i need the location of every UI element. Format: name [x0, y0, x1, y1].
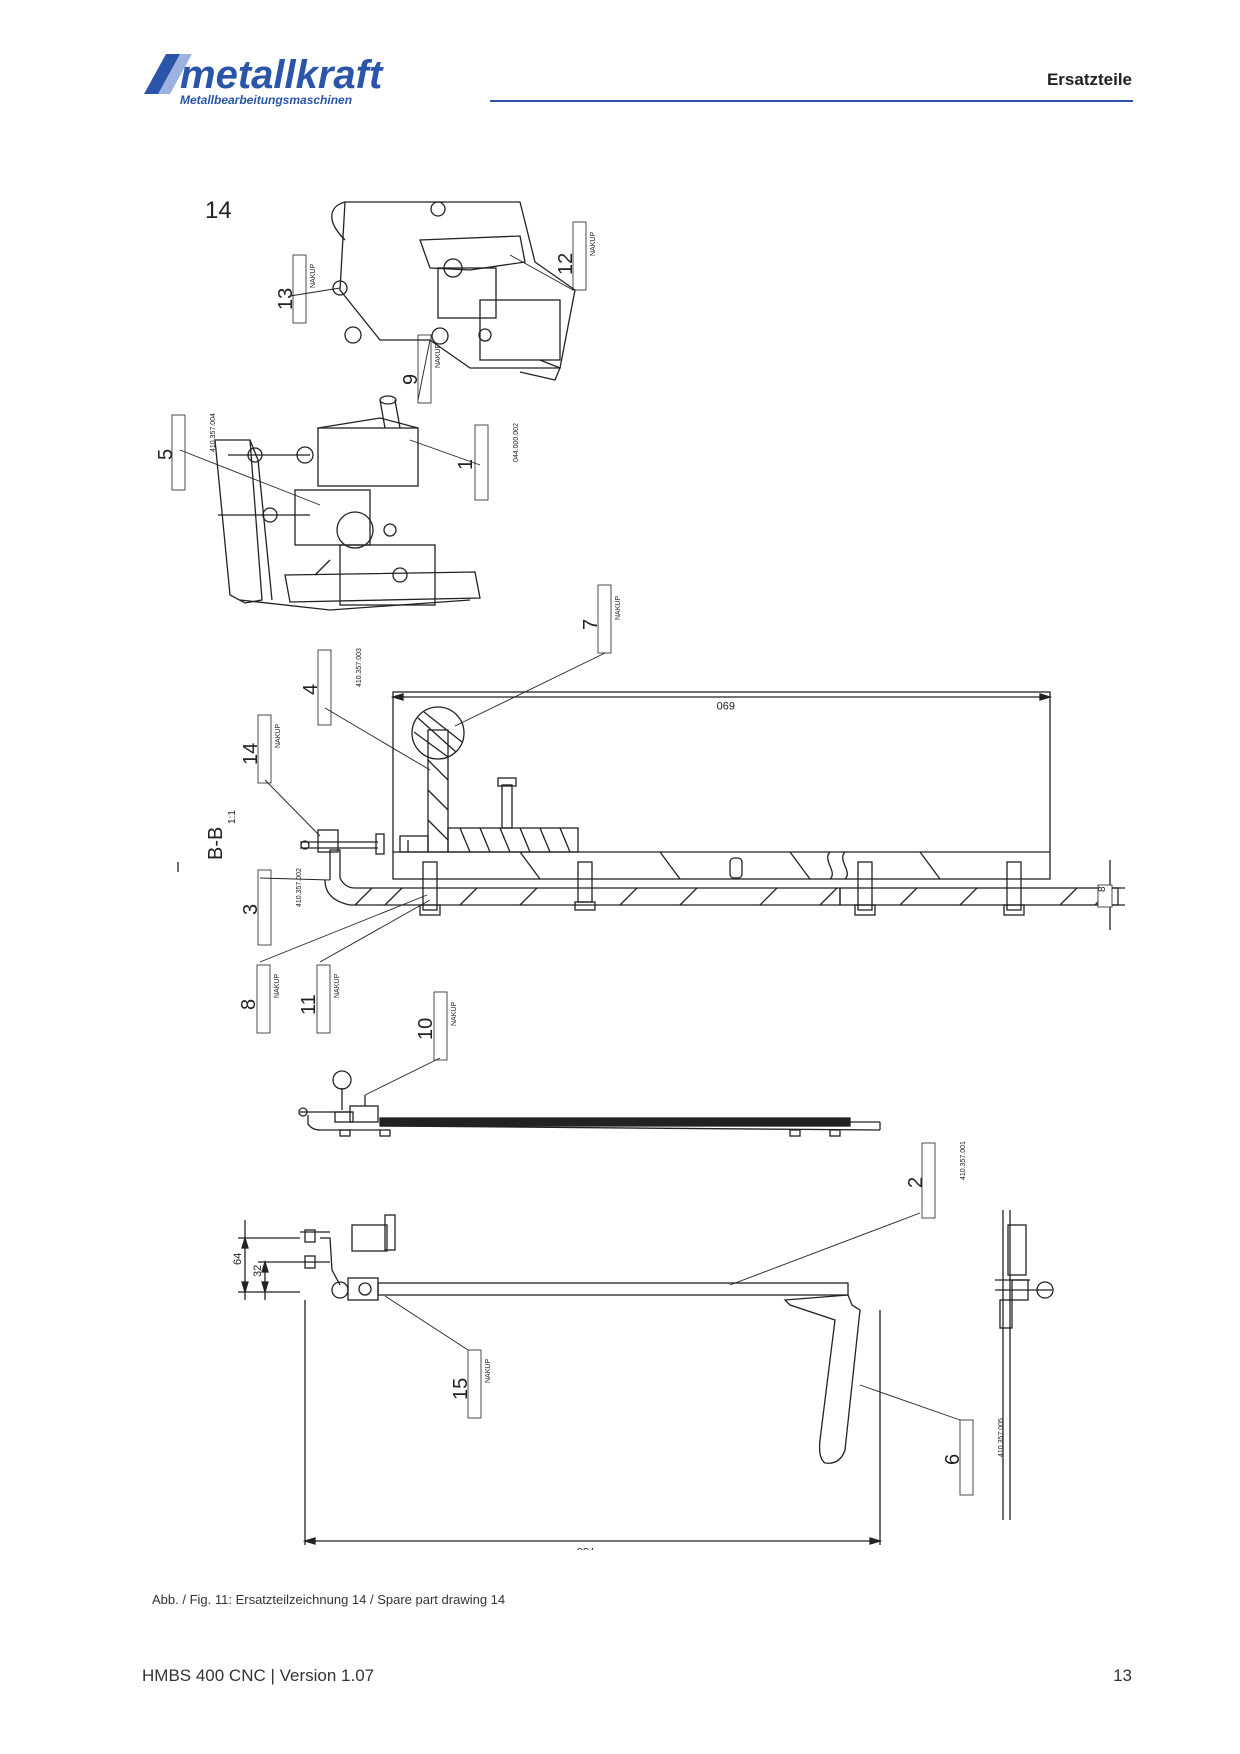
svg-text:5: 5 [155, 449, 177, 460]
svg-text:NAKUP: NAKUP [310, 264, 317, 288]
section-screws [419, 857, 1025, 916]
svg-text:410.357.001: 410.357.001 [960, 1141, 967, 1180]
part-tag-6: 410.357.005 [959, 1418, 1005, 1496]
brand-tagline: Metallbearbeitungsmaschinen [180, 93, 352, 107]
part-tag-2: 410.357.001 [921, 1141, 967, 1219]
svg-text:NAKUP: NAKUP [334, 974, 341, 998]
svg-text:NAKUP: NAKUP [615, 596, 622, 620]
spare-part-drawing: 14 [155, 197, 1125, 1550]
svg-text:11: 11 [298, 994, 320, 1015]
part-tag-11: NAKUP [316, 964, 341, 1034]
dimension-8: 8 [1097, 860, 1125, 930]
iso-lower-clamp [214, 395, 481, 611]
part-label-8: 8 [238, 999, 260, 1010]
part-label-7: 7 [580, 619, 602, 630]
part-label-3: 3 [240, 904, 262, 915]
part-label-12: 12 [555, 253, 577, 275]
part-tag-10: NAKUP [433, 991, 458, 1061]
dimension-690: 690 [390, 693, 1053, 711]
svg-text:13: 13 [275, 288, 297, 310]
section-title: Ersatzteile [1046, 70, 1132, 89]
svg-text:NAKUP: NAKUP [274, 974, 281, 998]
side-plate-view [298, 1070, 881, 1137]
section-hatching [354, 851, 1113, 906]
footer-model-version: HMBS 400 CNC | Version 1.07 [142, 1666, 375, 1685]
dimension-32-text: 32 [252, 1265, 264, 1277]
section-clamp-bolt [300, 829, 385, 855]
part-label-9: 9 [400, 374, 422, 385]
part-label-13: 13 [275, 288, 297, 310]
svg-text:410.357.004: 410.357.004 [210, 413, 217, 452]
part-label-6: 6 [942, 1454, 964, 1465]
brand-logo: metallkraft Metallbearbeitungsmaschinen [144, 53, 384, 107]
part-tag-7: NAKUP [597, 584, 622, 654]
figure-caption: Abb. / Fig. 11: Ersatzteilzeichnung 14 /… [152, 1592, 506, 1607]
plan-view [300, 1214, 881, 1545]
svg-text:3: 3 [240, 904, 262, 915]
page-number: 13 [1113, 1666, 1132, 1685]
svg-text:14: 14 [240, 743, 262, 765]
header-rule [490, 100, 1133, 102]
part-tag-9: NAKUP [417, 334, 442, 404]
svg-text:044.000.002: 044.000.002 [513, 423, 520, 462]
dimension-750: 750 [302, 1537, 883, 1550]
svg-text:15: 15 [450, 1378, 472, 1400]
part-label-10: 10 [415, 1018, 437, 1040]
leader-lines [179, 254, 961, 1421]
part-tag-12: NAKUP [572, 221, 597, 291]
svg-text:12: 12 [555, 253, 577, 275]
svg-text:1: 1 [455, 459, 477, 470]
svg-text:410.357.003: 410.357.003 [356, 648, 363, 687]
svg-text:410.357.005: 410.357.005 [998, 1418, 1005, 1457]
svg-text:NAKUP: NAKUP [590, 232, 597, 256]
part-tag-3: 410.357.002 [257, 868, 303, 946]
svg-text:NAKUP: NAKUP [485, 1359, 492, 1383]
section-label: B-B [205, 827, 227, 860]
dimension-64-32: 64 32 [232, 1220, 300, 1300]
dimension-690-text: 690 [717, 699, 735, 711]
end-view [995, 1210, 1054, 1520]
part-label-4: 4 [300, 684, 322, 695]
part-tag-8: NAKUP [256, 964, 281, 1034]
section-housing [324, 691, 1119, 906]
part-tag-15: NAKUP [467, 1349, 492, 1419]
svg-text:6: 6 [942, 1454, 964, 1465]
part-label-5: 5 [155, 449, 177, 460]
svg-text:4: 4 [300, 684, 322, 695]
svg-text:2: 2 [905, 1177, 927, 1188]
dimension-8-text: 8 [1097, 886, 1108, 892]
dimension-750-text: 750 [577, 1545, 595, 1550]
part-label-2: 2 [905, 1177, 927, 1188]
part-tag-5: 410.357.004 [171, 413, 217, 491]
part-label-14: 14 [240, 743, 262, 765]
part-tag-4: 410.357.003 [317, 648, 363, 726]
svg-text:7: 7 [580, 619, 602, 630]
svg-text:9: 9 [400, 374, 422, 385]
svg-text:410.357.002: 410.357.002 [296, 868, 303, 907]
part-tag-1: 044.000.002 [474, 423, 520, 501]
dimension-64-text: 64 [232, 1253, 244, 1265]
iso-upper-bracket [331, 201, 576, 381]
svg-text:NAKUP: NAKUP [275, 724, 282, 748]
svg-text:NAKUP: NAKUP [451, 1002, 458, 1026]
view-number: 14 [205, 197, 232, 224]
part-label-15: 15 [450, 1378, 472, 1400]
svg-text:NAKUP: NAKUP [435, 344, 442, 368]
part-label-1: 1 [455, 459, 477, 470]
brand-wordmark: metallkraft [180, 53, 384, 97]
section-scale: 1:1 [227, 810, 238, 824]
part-label-11: 11 [298, 994, 320, 1015]
svg-text:8: 8 [238, 999, 260, 1010]
section-round-bar [399, 706, 579, 853]
part-tag-13: NAKUP [292, 254, 317, 324]
svg-text:10: 10 [415, 1018, 437, 1040]
part-tag-14: NAKUP [257, 714, 282, 784]
